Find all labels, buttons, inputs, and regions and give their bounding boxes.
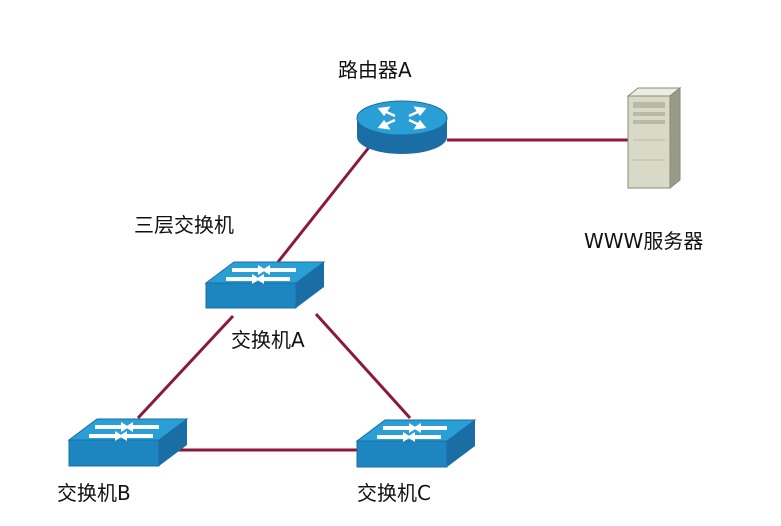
www-server: WWW服务器: [584, 86, 703, 253]
www-server-label: WWW服务器: [584, 229, 703, 253]
link-switch-a-router-a: [276, 145, 372, 263]
switch-icon: [355, 419, 477, 468]
server-icon: [626, 86, 682, 190]
switch-icon: [204, 261, 326, 309]
switch-c: 交换机C: [355, 419, 477, 505]
link-switch-a-switch-b: [136, 314, 235, 420]
switch-a-label: 交换机A: [231, 328, 305, 352]
switch-icon: [67, 418, 189, 467]
router-a: 路由器A: [338, 58, 448, 154]
switch-b-label: 交换机B: [57, 481, 131, 505]
l3-switch-label: 三层交换机: [134, 213, 234, 237]
switch-a: 交换机A: [204, 261, 326, 352]
router-icon: [356, 100, 448, 154]
link-switch-a-switch-c: [314, 312, 412, 420]
links: [136, 138, 628, 452]
switch-b: 交换机B: [57, 418, 189, 505]
router-a-label: 路由器A: [338, 58, 412, 82]
switch-c-label: 交换机C: [357, 481, 431, 505]
